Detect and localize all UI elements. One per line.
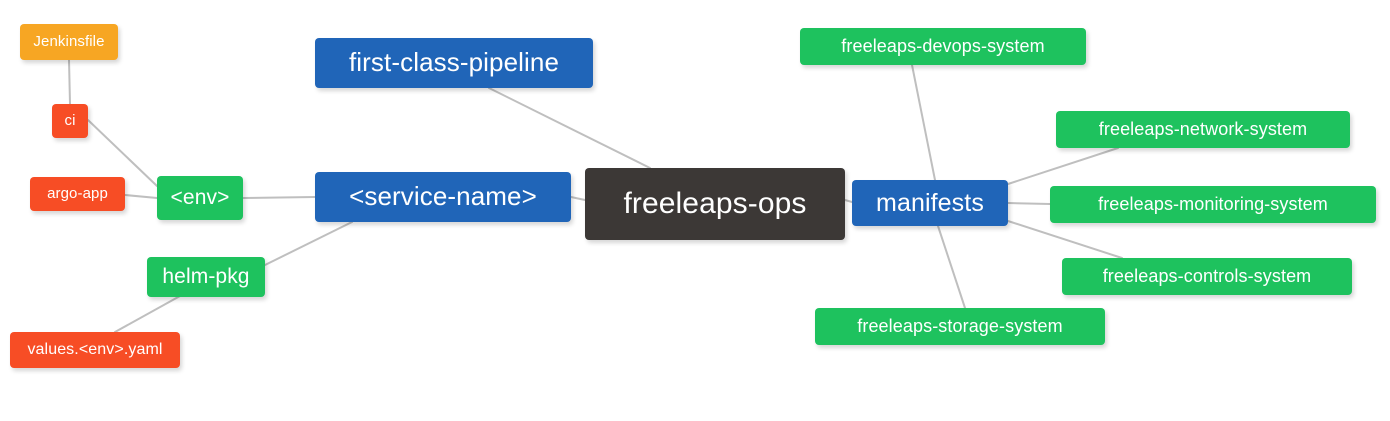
node-label: <service-name> [349,181,537,212]
node-label: ci [64,112,76,130]
node-jenkinsfile[interactable]: Jenkinsfile [20,24,118,60]
edge-env-to-service-name [242,196,316,199]
node-env[interactable]: <env> [157,176,243,220]
node-label: argo-app [47,185,108,203]
node-label: freeleaps-ops [623,187,807,221]
edge-manifests-to-network-system [1007,147,1119,185]
edge-manifests-to-controls-system [1007,220,1123,259]
node-network-system[interactable]: freeleaps-network-system [1056,111,1350,148]
node-freeleaps-ops[interactable]: freeleaps-ops [585,168,845,240]
node-values-yaml[interactable]: values.<env>.yaml [10,332,180,368]
node-helm-pkg[interactable]: helm-pkg [147,257,265,297]
node-storage-system[interactable]: freeleaps-storage-system [815,308,1105,345]
edge-helm-pkg-to-service-name [264,221,353,266]
node-devops-system[interactable]: freeleaps-devops-system [800,28,1086,65]
edge-argo-app-to-env [124,194,158,199]
edge-manifests-to-monitoring-system [1007,202,1051,205]
node-argo-app[interactable]: argo-app [30,177,125,211]
node-label: Jenkinsfile [33,33,105,51]
node-label: <env> [170,185,230,209]
node-controls-system[interactable]: freeleaps-controls-system [1062,258,1352,295]
node-label: freeleaps-storage-system [857,316,1063,337]
node-ci[interactable]: ci [52,104,88,138]
node-label: first-class-pipeline [348,47,560,78]
node-label: values.<env>.yaml [27,340,163,358]
node-label: freeleaps-network-system [1098,119,1308,140]
edge-service-name-to-freeleaps-ops [570,196,586,201]
node-label: manifests [876,188,984,217]
edge-freeleaps-ops-to-manifests [844,199,853,203]
node-monitoring-system[interactable]: freeleaps-monitoring-system [1050,186,1376,223]
node-label: freeleaps-devops-system [841,36,1045,57]
edge-values-yaml-to-helm-pkg [114,295,181,333]
node-label: helm-pkg [162,264,250,288]
edge-first-class-pipeline-to-freeleaps-ops [488,87,651,169]
node-manifests[interactable]: manifests [852,180,1008,226]
edge-manifests-to-storage-system [937,225,966,309]
node-service-name[interactable]: <service-name> [315,172,571,222]
node-label: freeleaps-controls-system [1102,266,1312,287]
edge-jenkinsfile-to-ci [68,59,71,105]
node-first-class-pipeline[interactable]: first-class-pipeline [315,38,593,88]
edge-manifests-to-devops-system [911,64,936,181]
node-label: freeleaps-monitoring-system [1098,194,1328,215]
